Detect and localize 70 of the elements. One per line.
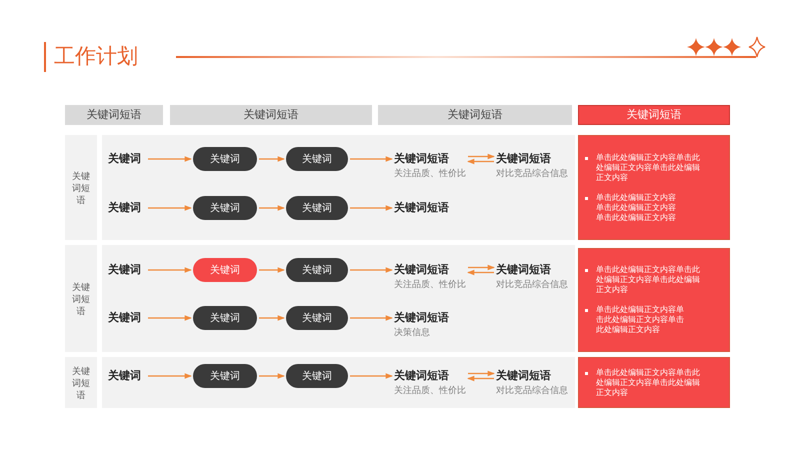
group-panel: [102, 135, 575, 240]
note-text: 关注品质、性价比: [394, 278, 466, 290]
body-text: 单击此处编辑正文内容单击此处编辑正文内容单击此处编辑正文内容: [596, 305, 685, 335]
note-text: 对比竞品综合信息: [496, 167, 569, 179]
phrase-label: 关键词短语: [394, 262, 450, 278]
row-header: 关键词短语: [65, 245, 97, 352]
column-header: 关键词短语: [170, 105, 372, 125]
arrow: [259, 315, 285, 321]
body-text: 单击此处编辑正文内容单击此处编辑正文内容单击此处编辑正文内容: [596, 265, 701, 295]
arrow: [468, 370, 495, 376]
arrow: [468, 154, 495, 160]
arrow: [350, 315, 393, 321]
text-card: [578, 357, 730, 408]
note-text: 关注品质、性价比: [394, 384, 466, 396]
arrow: [259, 267, 285, 273]
phrase-label: 关键词短语: [496, 262, 552, 278]
arrow: [148, 205, 192, 211]
arrow: [350, 156, 393, 162]
phrase-label: 关键词短语: [394, 152, 450, 167]
arrow: [148, 373, 192, 379]
phrase-label: 关键词短语: [394, 368, 450, 384]
arrow: [259, 156, 285, 162]
pill-node: 关键词: [286, 258, 348, 282]
phrase-label: 关键词短语: [394, 310, 450, 326]
note-text: 关注品质、性价比: [394, 167, 466, 179]
pill-node: 关键词: [286, 196, 348, 220]
pill-node: 关键词: [286, 147, 348, 171]
pill-node: 关键词: [193, 306, 257, 330]
arrow: [350, 267, 393, 273]
step-label: 关键词: [108, 310, 146, 326]
arrow: [259, 205, 285, 211]
row-header: 关键词短语: [65, 357, 97, 408]
note-text: 决策信息: [394, 326, 431, 338]
arrow: [467, 376, 494, 382]
group-panel: [102, 357, 575, 408]
column-header: 关键词短语: [378, 105, 572, 125]
group-panel: [102, 245, 575, 352]
body-text: 单击此处编辑正文内容单击此处编辑正文内容单击此处编辑正文内容: [596, 152, 701, 182]
pill-node: 关键词: [193, 258, 257, 282]
page-title: 工作计划: [54, 44, 138, 70]
pill-node: 关键词: [193, 364, 257, 388]
arrow: [259, 373, 285, 379]
arrow: [148, 315, 192, 321]
arrow: [148, 267, 192, 273]
column-header: 关键词短语: [578, 105, 730, 125]
body-text: 单击此处编辑正文内容单击此处编辑正文内容单击此处编辑正文内容: [596, 368, 701, 398]
pill-node: 关键词: [286, 364, 348, 388]
text-card: [578, 135, 730, 240]
note-text: 对比竞品综合信息: [496, 278, 569, 290]
arrow: [350, 373, 393, 379]
column-header: 关键词短语: [65, 105, 163, 125]
arrow: [467, 158, 494, 164]
pill-node: 关键词: [193, 147, 257, 171]
arrow: [148, 156, 192, 162]
step-label: 关键词: [108, 200, 146, 216]
note-text: 对比竞品综合信息: [496, 384, 569, 396]
body-text: 单击此处编辑正文内容单击此处编辑正文内容单击此处编辑正文内容: [596, 192, 677, 222]
arrow: [467, 270, 494, 276]
arrow: [350, 205, 393, 211]
text-card: [578, 248, 730, 352]
step-label: 关键词: [108, 368, 146, 384]
phrase-label: 关键词短语: [496, 368, 552, 384]
step-label: 关键词: [108, 262, 146, 278]
arrow: [468, 264, 495, 270]
pill-node: 关键词: [286, 306, 348, 330]
pill-node: 关键词: [193, 196, 257, 220]
phrase-label: 关键词短语: [496, 152, 552, 167]
row-header: 关键词短语: [65, 135, 97, 240]
phrase-label: 关键词短语: [394, 200, 450, 216]
step-label: 关键词: [108, 151, 146, 167]
